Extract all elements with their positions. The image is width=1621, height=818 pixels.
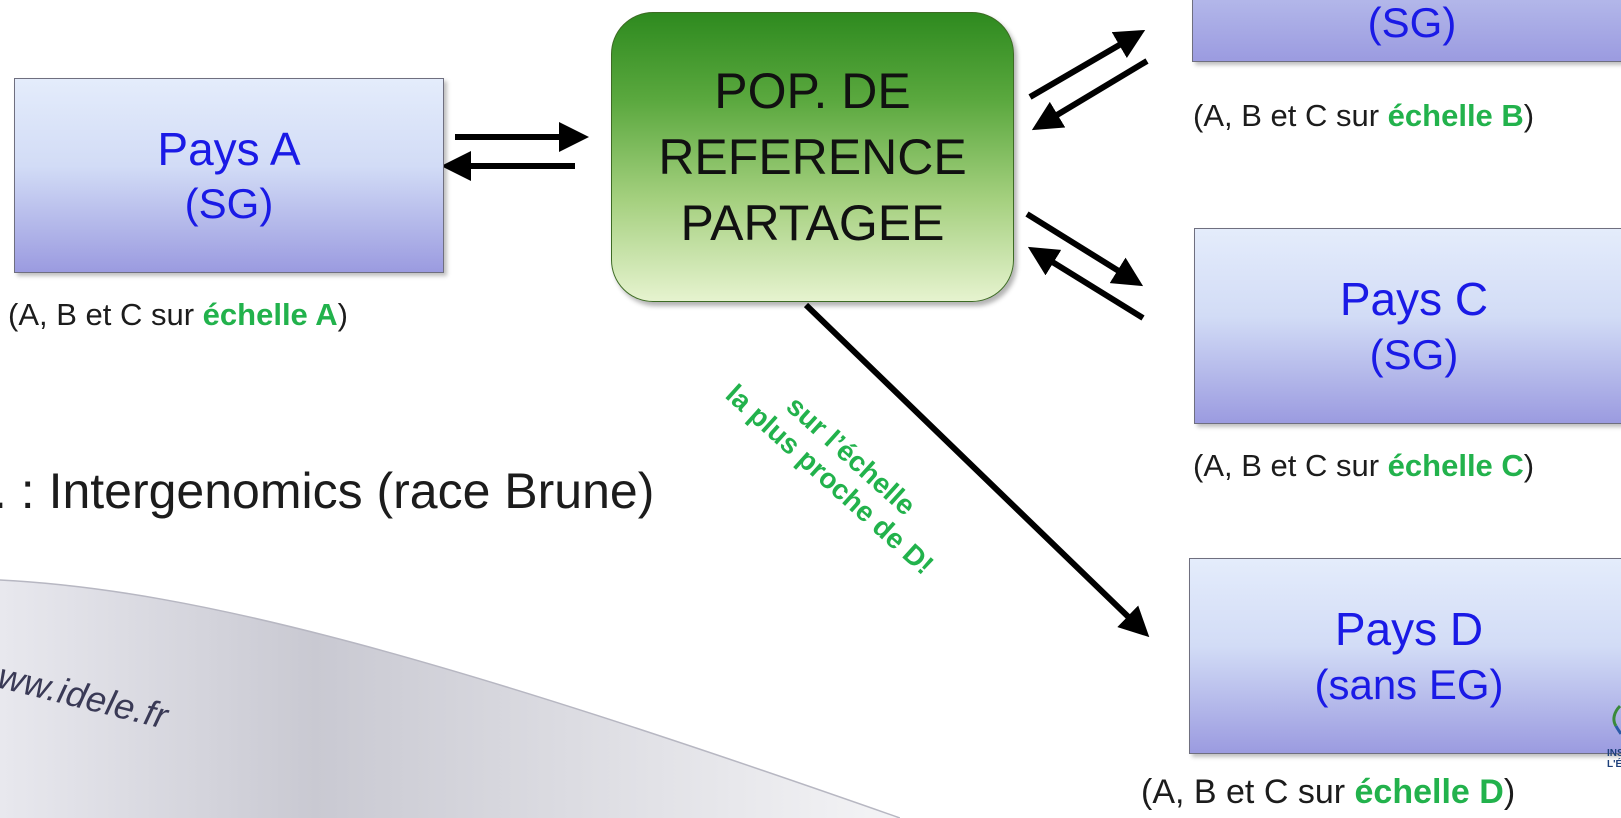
country-b-caption: (A, B et C sur échelle B) [1193,98,1535,133]
decorative-swoosh [0,579,900,818]
country-c-status: (SG) [1369,330,1459,378]
country-a-caption: (A, B et C sur échelle A) [8,297,348,332]
scale-d-label: échelle D [1354,773,1504,811]
scale-c-label: échelle C [1387,448,1524,483]
country-d-caption: (A, B et C sur échelle D) [1141,773,1516,811]
arrow-c-to-ref [1027,246,1145,321]
country-a-box: Pays A (SG) [14,78,444,273]
country-d-status: (sans EG) [1314,660,1504,708]
arrow-pair-a [441,122,589,181]
example-text: x. : Intergenomics (race Brune) [0,463,655,519]
svg-text:L'ÉL: L'ÉL [1607,757,1621,770]
country-d-box: Pays D (sans EG) [1189,558,1621,754]
country-d-name: Pays D [1334,603,1484,655]
country-a-name: Pays A [157,122,301,175]
arrow-pair-c [1025,211,1145,321]
arrow-b-to-ref [1031,58,1149,131]
scale-b-label: échelle B [1387,98,1524,133]
arrow-ref-to-b [1028,29,1146,100]
country-c-name: Pays C [1339,273,1489,325]
country-c-caption: (A, B et C sur échelle C) [1193,448,1535,483]
arrow-ref-to-d [803,302,1150,638]
reference-population-box: POP. DE REFERENCE PARTAGEE [611,12,1014,302]
country-b-box: (SG) [1192,0,1621,62]
arrow-pair-b [1028,29,1149,131]
country-c-box: Pays C (SG) [1194,228,1621,424]
scale-a-label: échelle A [202,297,338,332]
svg-text:INST: INST [1607,748,1621,759]
reference-line-2: REFERENCE [658,129,967,185]
country-a-status: (SG) [184,180,274,227]
institute-logo: INST L'ÉL [1606,704,1621,774]
reference-line-3: PARTAGEE [680,195,945,251]
arrow-ref-to-c [1025,211,1144,287]
country-b-status: (SG) [1367,0,1457,46]
reference-line-1: POP. DE [714,63,911,119]
